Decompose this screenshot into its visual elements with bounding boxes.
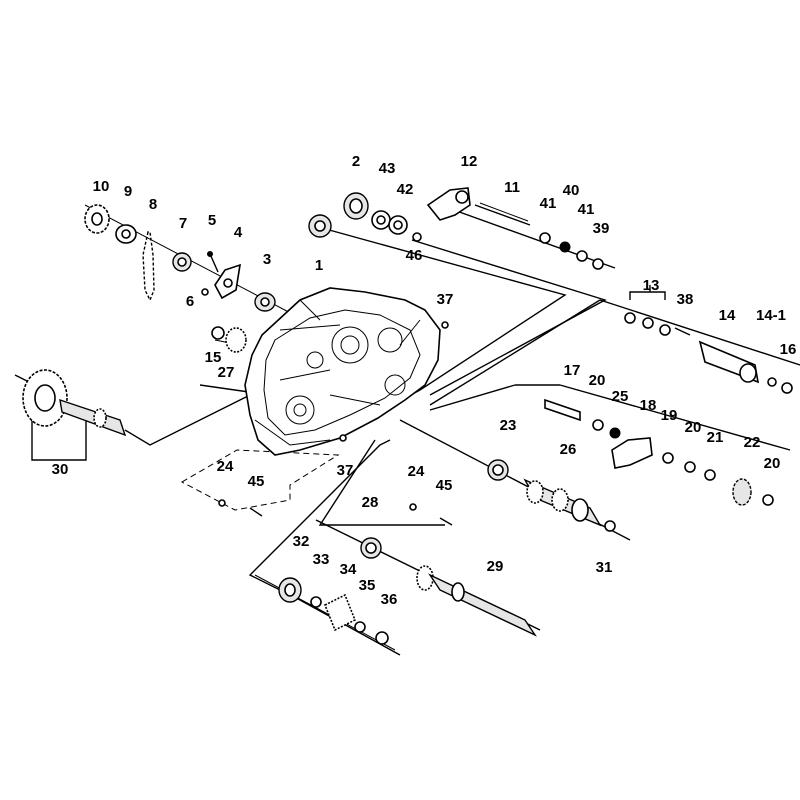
callout-40: 40 [563,182,580,199]
callout-38: 38 [677,291,694,308]
callout-15: 15 [205,349,222,366]
callout-22: 22 [744,434,761,451]
right-middle-parts [544,398,774,506]
callout-23: 23 [500,417,517,434]
lower-parts [278,577,389,645]
callout-27: 27 [218,364,235,381]
callout-18: 18 [640,397,657,414]
output-shaft-left [22,369,127,437]
right-upper-parts [624,312,793,394]
callout-26: 26 [560,441,577,458]
callout-45b: 45 [436,477,453,494]
callout-1: 1 [315,257,323,274]
callout-4: 4 [234,224,243,241]
callout-13: 13 [643,277,660,294]
callout-43: 43 [379,160,396,177]
callout-11: 11 [504,179,520,196]
callout-41a: 41 [540,195,557,212]
callout-29: 29 [487,558,504,575]
callout-28: 28 [362,494,379,511]
callout-33: 33 [313,551,330,568]
assembly-lines [14,204,800,656]
counter-shaft-parts [487,459,616,532]
callout-8: 8 [149,196,157,213]
small-gear-15 [211,326,247,353]
callout-20a: 20 [589,372,606,389]
callout-20b: 20 [685,419,702,436]
small-bolts [218,321,453,526]
callout-14-1: 14-1 [756,307,786,324]
callout-25: 25 [612,388,629,405]
shift-rail-parts [426,187,604,270]
callout-16: 16 [780,341,797,358]
callout-20c: 20 [764,455,781,472]
callout-24a: 24 [217,458,234,475]
callout-10: 10 [93,178,110,195]
callout-labels: 1 2 3 4 5 6 7 8 9 10 11 12 13 14 14-1 15… [52,153,797,608]
callout-2: 2 [352,153,360,170]
callout-41b: 41 [578,201,595,218]
callout-32: 32 [293,533,310,550]
top-parts [308,192,422,242]
callout-37a: 37 [437,291,454,308]
callout-24b: 24 [408,463,425,480]
callout-17: 17 [564,362,581,379]
callout-37b: 37 [337,462,354,479]
callout-39: 39 [593,220,610,237]
callout-6: 6 [186,293,194,310]
callout-45a: 45 [248,473,265,490]
callout-3: 3 [263,251,271,268]
upper-left-parts [84,204,276,312]
callout-12: 12 [461,153,478,170]
callout-46: 46 [406,247,423,264]
callout-31: 31 [596,559,613,576]
callout-14: 14 [719,307,736,324]
callout-30: 30 [52,461,69,478]
callout-5: 5 [208,212,216,229]
main-shaft-parts [360,537,537,637]
callout-7: 7 [179,215,187,232]
callout-34: 34 [340,561,357,578]
callout-35: 35 [359,577,376,594]
callout-42: 42 [397,181,414,198]
callout-9: 9 [124,183,132,200]
callout-19: 19 [661,407,678,424]
callout-36: 36 [381,591,398,608]
callout-21: 21 [707,429,724,446]
transmission-housing [244,287,441,456]
